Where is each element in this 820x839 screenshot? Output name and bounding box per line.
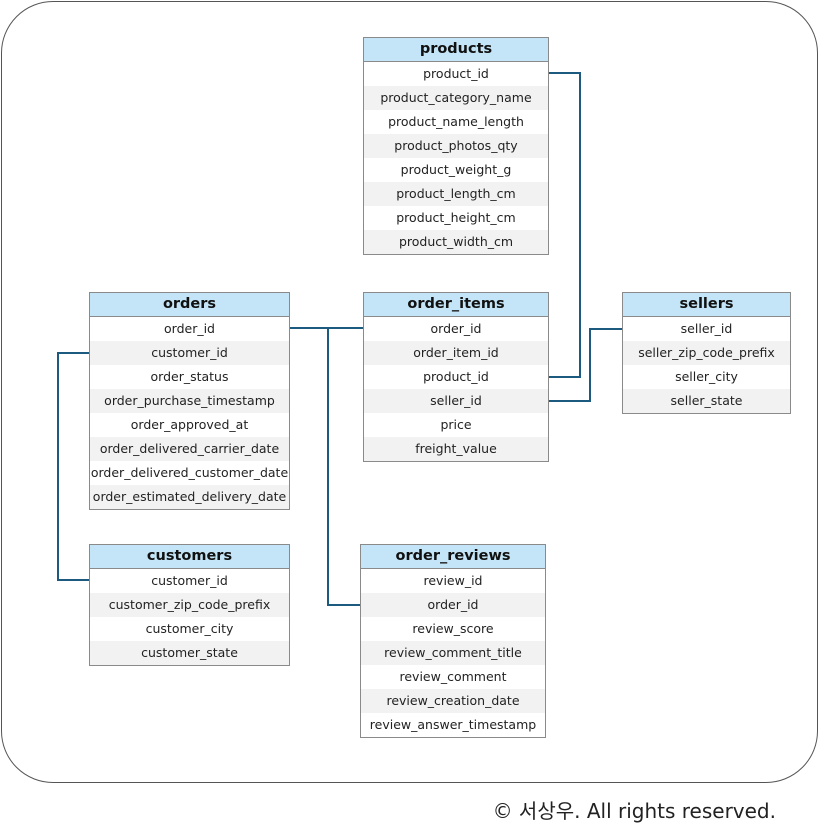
field-row: order_id	[361, 593, 545, 617]
field-row: order_id	[90, 317, 289, 341]
entity-title: products	[364, 38, 548, 62]
field-row: product_width_cm	[364, 230, 548, 254]
field-row: seller_id	[364, 389, 548, 413]
field-row: price	[364, 413, 548, 437]
entity-title: order_items	[364, 293, 548, 317]
field-row: seller_zip_code_prefix	[623, 341, 790, 365]
entity-title: customers	[90, 545, 289, 569]
field-row: customer_city	[90, 617, 289, 641]
field-row: review_score	[361, 617, 545, 641]
field-row: customer_id	[90, 341, 289, 365]
field-row: order_purchase_timestamp	[90, 389, 289, 413]
field-row: customer_id	[90, 569, 289, 593]
field-row: product_id	[364, 62, 548, 86]
field-row: freight_value	[364, 437, 548, 461]
field-row: customer_state	[90, 641, 289, 665]
field-row: order_status	[90, 365, 289, 389]
copyright-notice: © 서상우. All rights reserved.	[492, 799, 776, 823]
link-orders-order-reviews	[327, 328, 360, 606]
field-row: order_delivered_customer_date	[90, 461, 289, 485]
field-row: seller_state	[623, 389, 790, 413]
field-row: seller_city	[623, 365, 790, 389]
field-row: product_length_cm	[364, 182, 548, 206]
entity-title: orders	[90, 293, 289, 317]
field-row: order_estimated_delivery_date	[90, 485, 289, 509]
link-sellers-order-items	[549, 328, 622, 402]
field-row: customer_zip_code_prefix	[90, 593, 289, 617]
field-row: order_approved_at	[90, 413, 289, 437]
field-row: product_weight_g	[364, 158, 548, 182]
field-row: product_name_length	[364, 110, 548, 134]
field-row: review_creation_date	[361, 689, 545, 713]
field-row: review_comment_title	[361, 641, 545, 665]
entity-title: order_reviews	[361, 545, 545, 569]
field-row: order_delivered_carrier_date	[90, 437, 289, 461]
field-row: product_category_name	[364, 86, 548, 110]
link-products-order-items	[549, 72, 581, 378]
field-row: review_id	[361, 569, 545, 593]
link-orders-customers	[57, 352, 89, 581]
field-row: product_photos_qty	[364, 134, 548, 158]
entity-title: sellers	[623, 293, 790, 317]
field-row: order_item_id	[364, 341, 548, 365]
field-row: order_id	[364, 317, 548, 341]
field-row: review_answer_timestamp	[361, 713, 545, 737]
field-row: seller_id	[623, 317, 790, 341]
field-row: product_id	[364, 365, 548, 389]
field-row: review_comment	[361, 665, 545, 689]
field-row: product_height_cm	[364, 206, 548, 230]
